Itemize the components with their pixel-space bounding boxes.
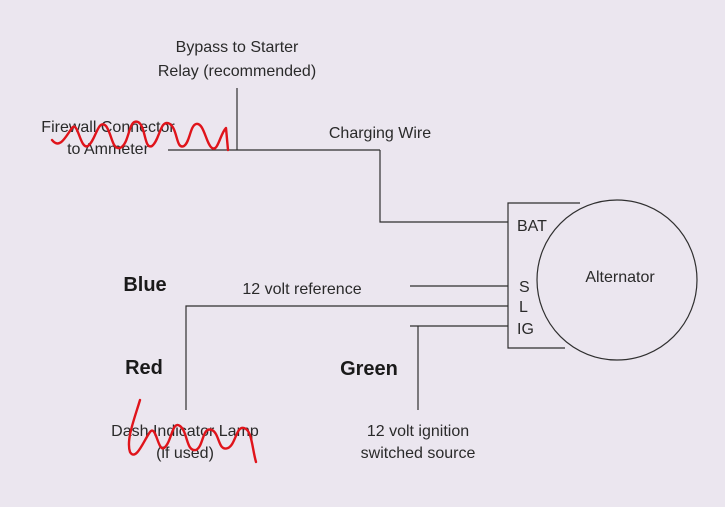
dash-lamp-label-line2: (if used) [156,445,214,462]
blue-wire-label: Blue [123,274,166,296]
ignition-label-line1: 12 volt ignition [367,423,469,440]
ig-terminal-wire-green [410,325,508,410]
alternator-label: Alternator [585,269,655,286]
charging-wire [379,150,508,223]
bat-terminal-label: BAT [517,218,547,235]
firewall-label-line2: to Ammeter [67,141,149,158]
s-terminal-label: S [519,279,530,296]
red-wire-label: Red [125,357,163,379]
alternator-body [536,199,698,361]
ignition-label-line2: switched source [361,445,476,462]
terminal-block [507,202,580,349]
reference-label: 12 volt reference [242,281,361,298]
l-terminal-label: L [519,299,528,316]
red-scribble-annotation [50,120,230,152]
bypass-label-line1: Bypass to Starter [176,39,299,56]
charging-wire-label: Charging Wire [329,125,431,142]
green-wire-label: Green [340,358,398,380]
red-scribble-annotation [127,398,258,464]
ig-terminal-label: IG [517,321,534,338]
bypass-label-line2: Relay (recommended) [158,63,316,80]
l-terminal-wire-blue [185,305,508,410]
